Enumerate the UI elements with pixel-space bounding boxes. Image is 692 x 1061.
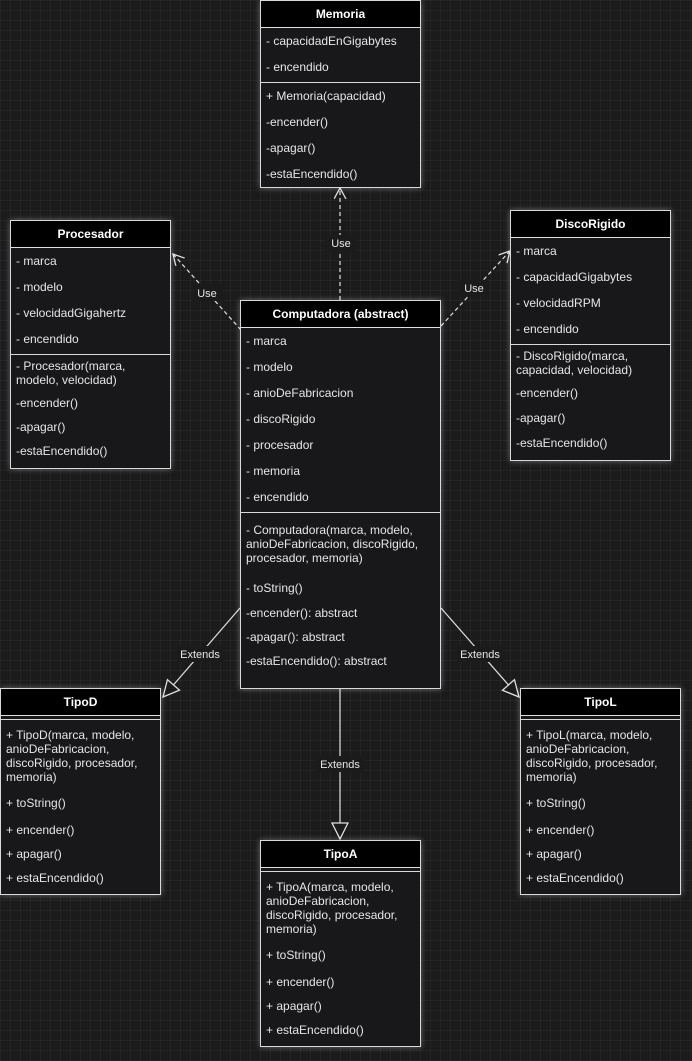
- class-tipod[interactable]: TipoD + TipoD(marca, modelo, anioDeFabri…: [0, 688, 161, 895]
- attribute: - encendido: [266, 60, 329, 74]
- attribute: - marca: [16, 254, 57, 268]
- attribute: - anioDeFabricacion: [246, 386, 354, 400]
- attribute: - velocidadGigahertz: [16, 306, 127, 320]
- method: + toString(): [6, 796, 66, 810]
- method: -estaEncendido(): abstract: [246, 654, 387, 668]
- method: -apagar(): [516, 411, 566, 425]
- method: + apagar(): [6, 847, 62, 861]
- class-discorigido-methods: - DiscoRigido(marca, capacidad, velocida…: [511, 345, 670, 456]
- use-memoria-label: Use: [331, 238, 351, 250]
- class-memoria[interactable]: Memoria - capacidadEnGigabytes - encendi…: [260, 0, 421, 188]
- class-tipoa-attributes: [261, 868, 420, 872]
- method: + encender(): [6, 823, 75, 837]
- attribute: - capacidadGigabytes: [516, 270, 633, 284]
- extends-tipoL-label: Extends: [460, 649, 500, 661]
- method: + estaEncendido(): [526, 871, 624, 885]
- method: -estaEncendido(): [16, 444, 108, 458]
- attribute: - procesador: [246, 438, 314, 452]
- attribute: - marca: [516, 244, 557, 258]
- class-computadora[interactable]: Computadora (abstract) - marca - modelo …: [240, 300, 441, 689]
- class-tipol-attributes: [521, 716, 680, 720]
- class-tipoa-methods: + TipoA(marca, modelo, anioDeFabricacion…: [261, 872, 420, 1042]
- method: -apagar(): abstract: [246, 630, 345, 644]
- method: -encender(): [266, 115, 329, 129]
- class-memoria-methods: + Memoria(capacidad) -encender() -apagar…: [261, 83, 420, 187]
- class-tipoa-title: TipoA: [261, 841, 420, 868]
- class-memoria-title: Memoria: [261, 1, 420, 28]
- method: -encender(): abstract: [246, 606, 358, 620]
- method: - DiscoRigido(marca, capacidad, velocida…: [516, 349, 633, 377]
- extends-tipoA-label: Extends: [320, 759, 360, 771]
- class-tipod-attributes: [1, 716, 160, 720]
- method: + TipoD(marca, modelo, anioDeFabricacion…: [6, 728, 138, 784]
- class-discorigido-attributes: - marca - capacidadGigabytes - velocidad…: [511, 238, 670, 345]
- method: + estaEncendido(): [6, 871, 104, 885]
- attribute: - velocidadRPM: [516, 296, 601, 310]
- attribute: - modelo: [246, 360, 293, 374]
- class-computadora-title: Computadora (abstract): [241, 301, 440, 328]
- method: + estaEncendido(): [266, 1023, 364, 1037]
- method: + encender(): [266, 975, 335, 989]
- method: + toString(): [526, 796, 586, 810]
- class-memoria-attributes: - capacidadEnGigabytes - encendido: [261, 28, 420, 83]
- class-tipol[interactable]: TipoL + TipoL(marca, modelo, anioDeFabri…: [520, 688, 681, 895]
- method: -encender(): [516, 386, 579, 400]
- extends-tipoD-label: Extends: [180, 649, 220, 661]
- class-tipod-methods: + TipoD(marca, modelo, anioDeFabricacion…: [1, 720, 160, 890]
- class-procesador-methods: - Procesador(marca, modelo, velocidad) -…: [11, 355, 170, 463]
- class-discorigido-title: DiscoRigido: [511, 211, 670, 238]
- attribute: - encendido: [16, 332, 79, 346]
- method: + apagar(): [526, 847, 582, 861]
- method: -apagar(): [16, 420, 66, 434]
- method: + Memoria(capacidad): [266, 89, 386, 103]
- method: + TipoL(marca, modelo, anioDeFabricacion…: [526, 728, 658, 784]
- class-tipoa[interactable]: TipoA + TipoA(marca, modelo, anioDeFabri…: [260, 840, 421, 1047]
- method: -encender(): [16, 396, 79, 410]
- attribute: - encendido: [246, 490, 309, 504]
- method: + encender(): [526, 823, 595, 837]
- method: -estaEncendido(): [516, 436, 608, 450]
- class-procesador-title: Procesador: [11, 221, 170, 248]
- attribute: - marca: [246, 334, 287, 348]
- class-procesador[interactable]: Procesador - marca - modelo - velocidadG…: [10, 220, 171, 469]
- attribute: - discoRigido: [246, 412, 316, 426]
- class-procesador-attributes: - marca - modelo - velocidadGigahertz - …: [11, 248, 170, 355]
- attribute: - capacidadEnGigabytes: [266, 34, 397, 48]
- method: -apagar(): [266, 141, 316, 155]
- class-computadora-attributes: - marca - modelo - anioDeFabricacion - d…: [241, 328, 440, 513]
- class-tipod-title: TipoD: [1, 689, 160, 716]
- class-discorigido[interactable]: DiscoRigido - marca - capacidadGigabytes…: [510, 210, 671, 461]
- method: - toString(): [246, 581, 303, 595]
- method: -estaEncendido(): [266, 167, 358, 181]
- use-disco-label: Use: [464, 283, 484, 295]
- attribute: - modelo: [16, 280, 63, 294]
- attribute: - memoria: [246, 464, 301, 478]
- method: - Procesador(marca, modelo, velocidad): [16, 359, 126, 387]
- method: + TipoA(marca, modelo, anioDeFabricacion…: [266, 880, 398, 936]
- class-tipol-title: TipoL: [521, 689, 680, 716]
- method: - Computadora(marca, modelo, anioDeFabri…: [246, 523, 419, 565]
- class-tipol-methods: + TipoL(marca, modelo, anioDeFabricacion…: [521, 720, 680, 890]
- attribute: - encendido: [516, 322, 579, 336]
- method: + apagar(): [266, 999, 322, 1013]
- method: + toString(): [266, 948, 326, 962]
- class-computadora-methods: - Computadora(marca, modelo, anioDeFabri…: [241, 513, 440, 673]
- use-procesador-label: Use: [197, 288, 217, 300]
